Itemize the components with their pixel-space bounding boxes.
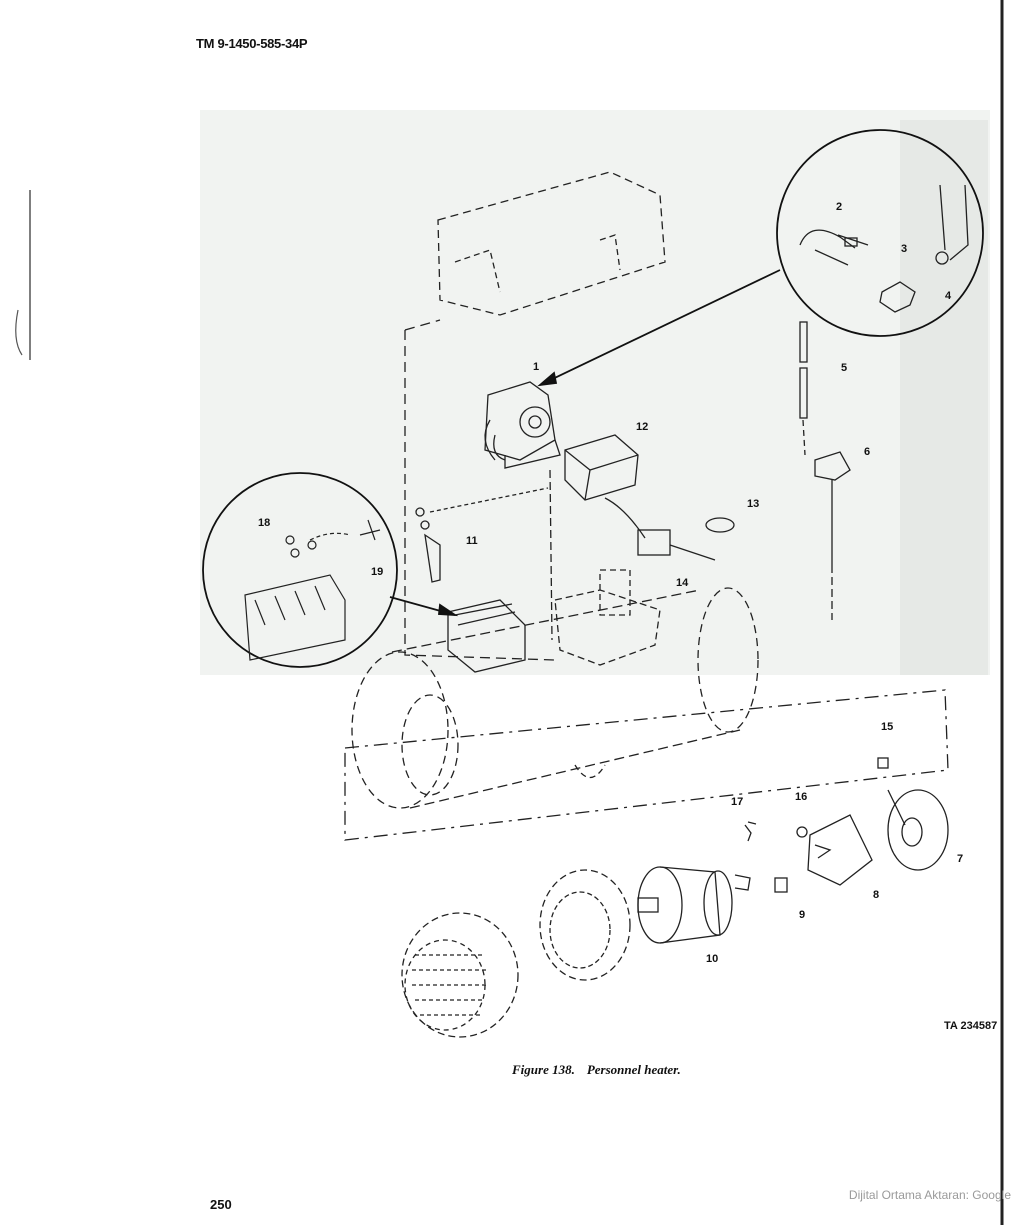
bleed-through-shade <box>200 110 990 675</box>
callout-label: 16 <box>795 791 807 803</box>
ta-number: TA 234587 <box>944 1020 998 1032</box>
page-number: 250 <box>210 1197 232 1212</box>
callout-label: 6 <box>864 446 870 458</box>
figure-caption-title: Personnel heater. <box>586 1062 681 1077</box>
callout-label: 2 <box>836 201 842 213</box>
callout-labels: 1 2 3 4 5 6 7 8 9 10 11 12 13 14 15 16 1… <box>258 201 963 965</box>
callout-label: 19 <box>371 566 383 578</box>
detail-circle-right <box>776 129 984 337</box>
leader-arrow-to-1 <box>539 269 781 386</box>
document-id: TM 9-1450-585-34P <box>196 36 308 51</box>
callout-label: 9 <box>799 909 805 921</box>
digitizer-watermark: Dijital Ortama Aktaran: Google <box>848 1188 1011 1202</box>
callout-label: 10 <box>706 953 718 965</box>
callout-label: 4 <box>945 290 952 302</box>
callout-label: 1 <box>533 361 539 373</box>
callout-label: 7 <box>957 853 963 865</box>
callout-label: 8 <box>873 889 879 901</box>
callout-label: 14 <box>676 577 689 589</box>
figure-caption-label: Figure 138. <box>512 1062 575 1077</box>
callout-label: 17 <box>731 796 743 808</box>
callout-label: 3 <box>901 243 907 255</box>
callout-label: 5 <box>841 362 847 374</box>
detail-circle-left <box>202 472 398 668</box>
callout-label: 18 <box>258 517 270 529</box>
callout-label: 15 <box>881 721 893 733</box>
callout-label: 12 <box>636 421 648 433</box>
figure-caption: Figure 138. Personnel heater. <box>512 1062 681 1078</box>
callout-label: 13 <box>747 498 759 510</box>
callout-label: 11 <box>466 535 478 547</box>
